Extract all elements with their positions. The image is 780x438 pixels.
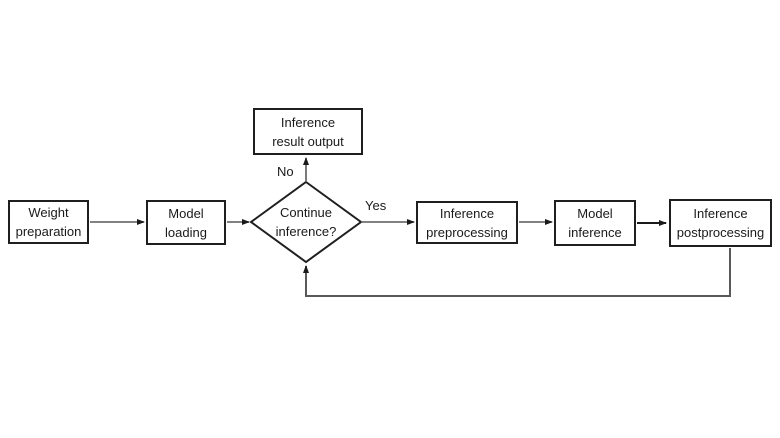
node-inference-result-output: Inference result output (253, 108, 363, 155)
node-label-line: Inference (439, 205, 495, 221)
node-label-line: Model (577, 206, 613, 221)
node-label-line: Weight (28, 205, 69, 220)
node-label-line: result output (272, 133, 344, 149)
node-model-inference: Model inference (554, 200, 636, 246)
node-label-line: Inference (693, 206, 748, 221)
node-weight-preparation: Weight preparation (8, 200, 89, 244)
node-continue-inference: Continue inference? (261, 193, 351, 251)
node-label-line: preprocessing (426, 224, 508, 240)
node-label-line: postprocessing (676, 225, 765, 240)
node-model-loading: Model loading (146, 200, 226, 245)
node-inference-postprocessing: Inference postprocessing (669, 199, 772, 247)
edge-postprocessing-loopback (303, 248, 731, 297)
edge-label-no: No (277, 164, 294, 179)
decision-diamond-shape (249, 180, 363, 264)
node-inference-preprocessing: Inference preprocessing (416, 201, 518, 244)
edge-label-yes: Yes (365, 198, 387, 213)
node-label-line: Continue (279, 205, 333, 220)
node-label-line: inference? (275, 224, 337, 239)
node-label-line: loading (165, 224, 207, 240)
node-label-line: inference (568, 225, 622, 240)
node-label-line: Model (168, 205, 204, 221)
node-label-line: preparation (15, 224, 82, 239)
node-label-line: Inference (280, 114, 336, 130)
